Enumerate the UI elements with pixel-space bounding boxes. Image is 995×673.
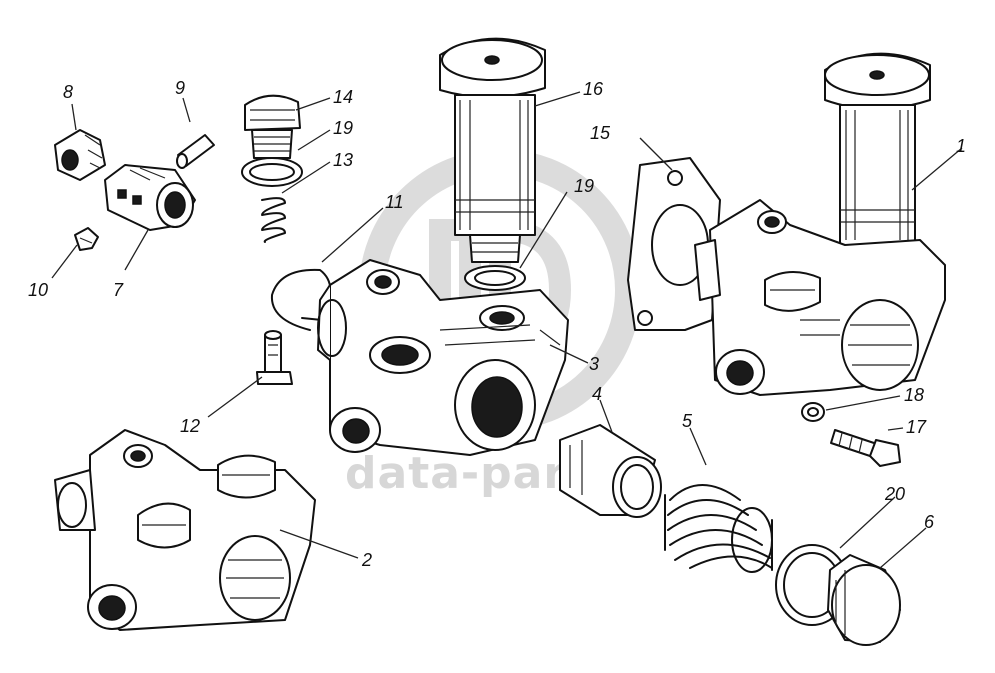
- part-1-pump-assembly: [694, 52, 946, 396]
- callout-20: 20: [884, 484, 905, 504]
- callout-15: 15: [590, 123, 611, 143]
- callout-4: 4: [592, 384, 602, 404]
- callout-18: 18: [904, 385, 924, 405]
- callout-6: 6: [924, 512, 935, 532]
- part-6-plug: [827, 554, 901, 646]
- callout-2: 2: [361, 550, 372, 570]
- callout-12: 12: [180, 416, 200, 436]
- part-8-nut: [54, 129, 106, 181]
- part-17-bolt: [830, 429, 901, 467]
- callout-16: 16: [583, 79, 604, 99]
- callout-17: 17: [906, 417, 927, 437]
- callout-11: 11: [385, 192, 404, 212]
- callout-7: 7: [113, 280, 124, 300]
- part-3-pump-body: [317, 259, 569, 456]
- part-19-washer-center: [464, 265, 526, 291]
- part-13-spring: [261, 197, 286, 243]
- part-18-washer: [801, 402, 825, 422]
- part-10-screw: [74, 227, 99, 251]
- callout-19-left: 19: [333, 118, 353, 138]
- part-2-housing: [54, 429, 316, 631]
- callout-1: 1: [956, 136, 966, 156]
- callout-13: 13: [333, 150, 353, 170]
- callout-5: 5: [682, 411, 693, 431]
- callout-19-center: 19: [574, 176, 594, 196]
- part-14-plug: [244, 94, 301, 159]
- part-4-sleeve: [559, 424, 662, 518]
- part-9-pin: [176, 134, 215, 169]
- leader-lines: [51, 91, 963, 569]
- part-7-valve-housing: [104, 164, 196, 231]
- callout-8: 8: [63, 82, 73, 102]
- callout-labels: 8 9 10 7 14 19 13 11 12 16 19 15 1 3 4 5…: [28, 78, 966, 570]
- callout-3: 3: [589, 354, 599, 374]
- callout-10: 10: [28, 280, 48, 300]
- part-19-washer-left: [241, 157, 303, 187]
- callout-14: 14: [333, 87, 353, 107]
- part-16-hand-primer: [439, 37, 546, 263]
- callout-9: 9: [175, 78, 185, 98]
- part-5-spring: [664, 484, 773, 573]
- part-12-bolt: [256, 330, 293, 385]
